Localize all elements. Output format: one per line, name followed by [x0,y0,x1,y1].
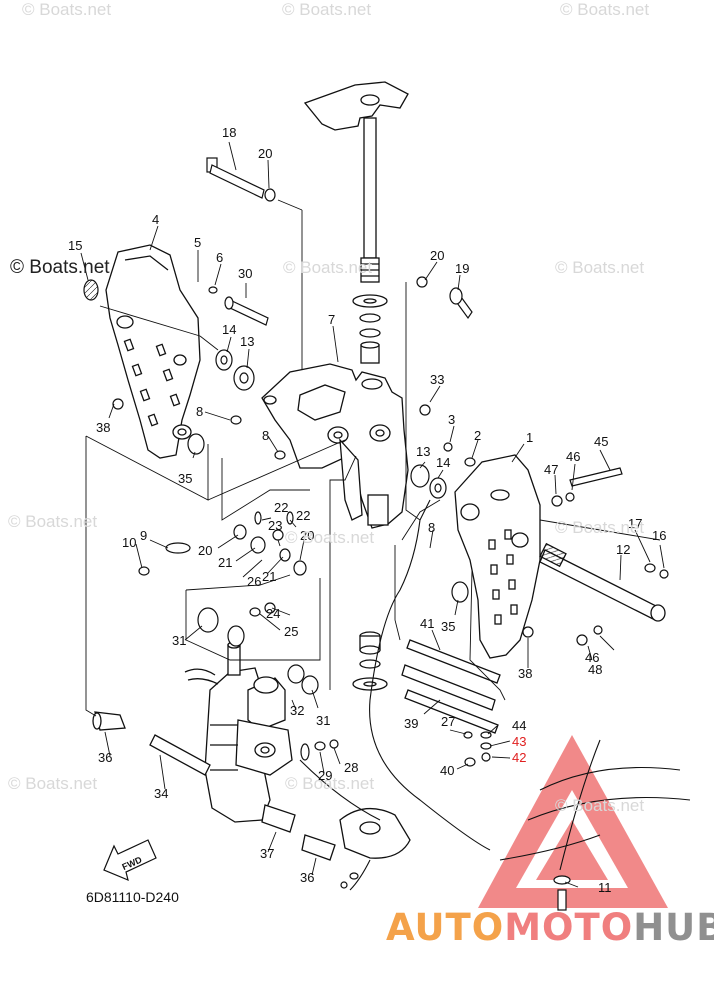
callout-29: 29 [318,768,332,783]
callout-34: 34 [154,786,168,801]
callout-16: 16 [652,528,666,543]
callout-19: 19 [455,261,469,276]
callout-14: 14 [222,322,236,337]
callout-26: 26 [247,574,261,589]
diagram-code: 6D81110-D240 [86,889,179,905]
callout-10: 10 [122,535,136,550]
watermark: © Boats.net [555,796,645,815]
callout-18: 18 [222,125,236,140]
callout-17: 17 [628,516,642,531]
watermark: © Boats.net [8,512,98,531]
callout-45: 45 [594,434,608,449]
watermark: © Boats.net [8,774,98,793]
callout-33: 33 [430,372,444,387]
callout-42: 42 [512,750,526,765]
brand-part-auto: AUTO [386,906,505,949]
dashed-reference-lines [85,282,661,717]
callout-22: 22 [296,508,310,523]
callout-46: 46 [585,650,599,665]
brand-part-moto: MOTO [504,906,634,949]
callout-8: 8 [196,404,203,419]
callout-13: 13 [416,444,430,459]
callout-38: 38 [518,666,532,681]
watermark: © Boats.net [560,0,650,19]
callout-36: 36 [300,870,314,885]
lower-bracket [339,808,411,859]
tubes-and-bushes [92,711,336,861]
callout-3: 3 [448,412,455,427]
callout-39: 39 [404,716,418,731]
callout-48: 48 [588,662,602,677]
leader-lines [80,141,665,888]
callout-36: 36 [98,750,112,765]
callout-4: 4 [152,212,159,227]
clamp-bracket-left [105,244,201,459]
callout-20: 20 [258,146,272,161]
callout-25: 25 [284,624,298,639]
callout-22: 22 [274,500,288,515]
callout-27: 27 [441,714,455,729]
callout-14: 14 [436,455,450,470]
callout-38: 38 [96,420,110,435]
callout-30: 30 [238,266,252,281]
steering-shaft [303,81,409,364]
callout-1: 1 [526,430,533,445]
callout-35: 35 [441,619,455,634]
callout-41: 41 [420,616,434,631]
callout-35: 35 [178,471,192,486]
callout-12: 12 [616,542,630,557]
lower-bushings [352,631,388,691]
callout-21: 21 [218,555,232,570]
callout-13: 13 [240,334,254,349]
callout-labels: 1234567888910111213131414151617181920202… [68,125,666,895]
callout-32: 32 [290,703,304,718]
watermark: © Boats.net [285,528,375,547]
watermark: © Boats.net [285,774,375,793]
callout-24: 24 [266,606,280,621]
clamp-bracket-right [454,454,541,659]
small-parts [83,157,669,911]
brand-part-hub: HUB [633,906,714,949]
callout-46: 46 [566,449,580,464]
watermark: © Boats.net [22,0,112,19]
hull-sketch [499,766,691,861]
fwd-arrow: FWD [103,839,157,882]
watermark: © Boats.net [282,0,372,19]
callout-20: 20 [300,528,314,543]
callout-20: 20 [430,248,444,263]
callout-37: 37 [260,846,274,861]
watermark-overlay: © Boats.net [10,257,110,278]
callout-44: 44 [512,718,526,733]
callout-9: 9 [140,528,147,543]
plates [401,639,501,734]
callout-5: 5 [194,235,201,250]
callout-31: 31 [172,633,186,648]
watermark: © Boats.net [555,258,645,277]
callout-47: 47 [544,462,558,477]
callout-31: 31 [316,713,330,728]
callout-20: 20 [198,543,212,558]
callout-11: 11 [598,880,612,895]
callout-8: 8 [428,520,435,535]
watermark: © Boats.net [283,258,373,277]
callout-21: 21 [262,569,276,584]
callout-43: 43 [512,734,526,749]
callout-28: 28 [344,760,358,775]
tilt-tube [539,542,666,622]
callout-7: 7 [328,312,335,327]
cables [299,499,601,891]
callout-23: 23 [268,518,282,533]
swivel-bracket [261,363,409,529]
callout-15: 15 [68,238,82,253]
callout-40: 40 [440,763,454,778]
brand-wordmark: AUTOMOTOHUB [386,906,714,949]
callout-8: 8 [262,428,269,443]
watermark: © Boats.net [555,518,645,537]
callout-6: 6 [216,250,223,265]
callout-2: 2 [474,428,481,443]
tilt-trim-unit [184,641,293,823]
